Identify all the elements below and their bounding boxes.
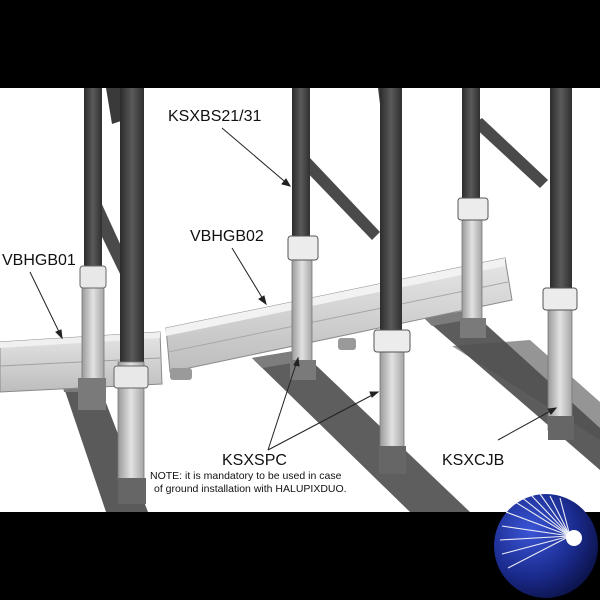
- label-vbhgb02: VBHGB02: [190, 228, 264, 245]
- brand-logo-icon: [494, 493, 598, 598]
- posts: [78, 88, 578, 504]
- label-ksxcjb: KSXCJB: [442, 452, 505, 469]
- label-ksxspc: KSXSPC: [222, 452, 287, 469]
- label-vbhgb01: VBHGB01: [2, 252, 76, 269]
- ground-installation-note: NOTE: it is mandatory to be used in case…: [150, 470, 347, 496]
- label-ksxbs: KSXBS21/31: [168, 108, 262, 125]
- vbhgb02-beam: [165, 257, 513, 380]
- note-line-2: of ground installation with HALUPIXDUO.: [154, 483, 347, 495]
- note-line-1: NOTE: it is mandatory to be used in case: [150, 470, 342, 482]
- leader-lines: [29, 127, 558, 451]
